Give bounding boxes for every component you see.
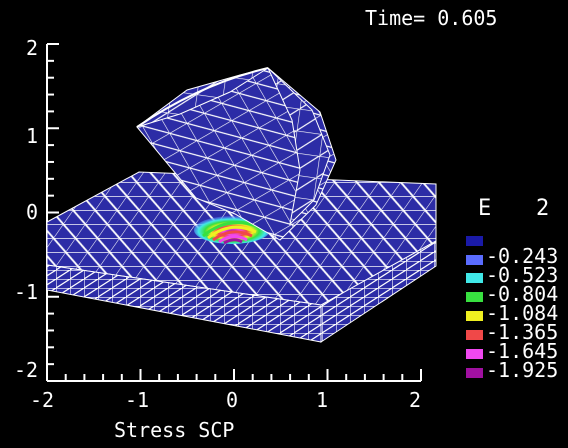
- legend-swatch: [466, 368, 483, 378]
- legend-value: -0.523: [486, 263, 559, 287]
- legend-title-variable: E: [478, 196, 492, 221]
- legend-swatch: [466, 273, 483, 283]
- y-tick-label: -2: [14, 358, 39, 382]
- legend-swatch: [466, 330, 483, 340]
- legend-value: -0.243: [486, 244, 559, 268]
- legend-swatch: [466, 255, 483, 265]
- x-tick-label: 0: [226, 388, 239, 412]
- x-tick-label: 2: [409, 388, 422, 412]
- legend-value: -1.645: [486, 339, 559, 363]
- slab-side-face: [320, 240, 437, 343]
- cylinder-rim: [136, 67, 269, 128]
- legend-value: -1.925: [486, 358, 559, 382]
- x-tick-label: 1: [316, 388, 329, 412]
- x-tick-label: -2: [30, 388, 55, 412]
- legend-swatch: [466, 349, 483, 359]
- legend-swatch: [466, 236, 483, 246]
- legend-swatch: [466, 292, 483, 302]
- legend-value: -1.084: [486, 301, 559, 325]
- legend-title-component: 2: [536, 196, 550, 221]
- y-tick-label: 1: [26, 124, 39, 148]
- y-tick-label: 2: [26, 36, 39, 60]
- legend-swatch: [466, 311, 483, 321]
- contact-stress-bands: [202, 221, 263, 245]
- legend-value: -1.365: [486, 320, 559, 344]
- time-readout: Time= 0.605: [365, 6, 498, 30]
- y-tick-label: -1: [14, 280, 39, 304]
- y-tick-label: 0: [26, 200, 39, 224]
- legend-value: -0.804: [486, 282, 559, 306]
- x-tick-label: -1: [125, 388, 150, 412]
- cylinder-side-shade: [267, 67, 331, 226]
- x-axis-label: Stress SCP: [114, 418, 235, 442]
